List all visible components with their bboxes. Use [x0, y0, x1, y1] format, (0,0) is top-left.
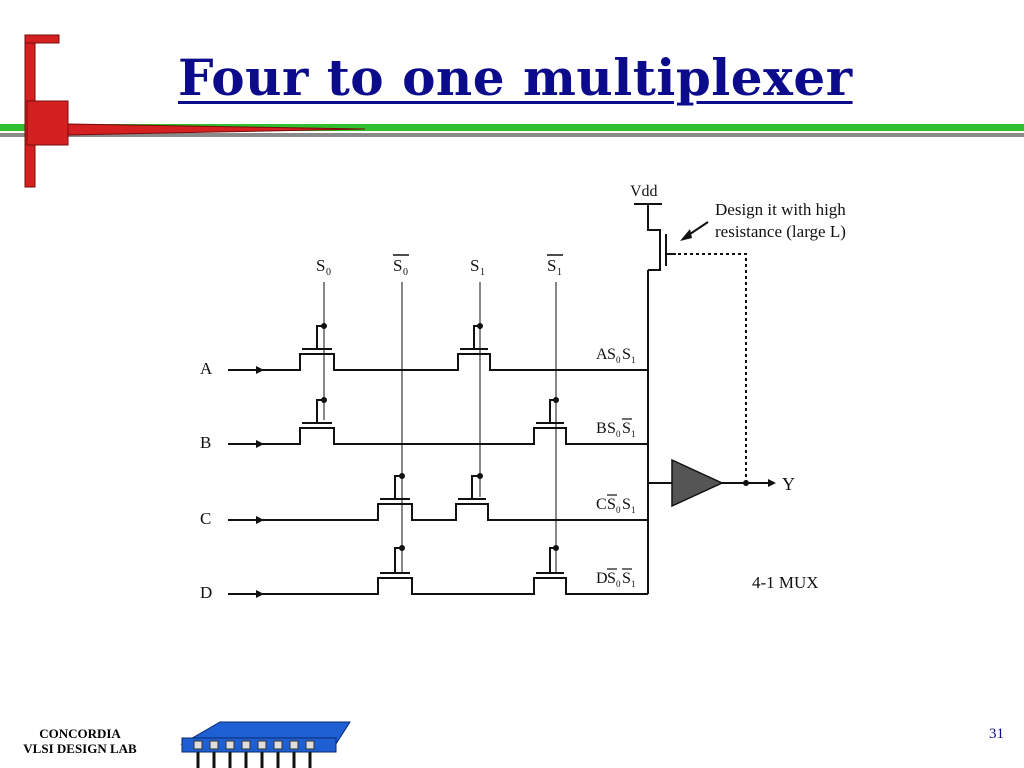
mux-schematic — [228, 203, 776, 598]
header-decoration — [0, 34, 1024, 188]
input-label-c: C — [200, 509, 211, 528]
svg-text:S: S — [622, 496, 631, 513]
transistor-gates — [302, 325, 564, 574]
svg-text:S: S — [622, 346, 631, 363]
svg-text:S: S — [622, 420, 631, 437]
svg-text:0: 0 — [616, 355, 621, 365]
svg-text:S: S — [607, 420, 616, 437]
svg-text:S: S — [607, 346, 616, 363]
svg-text:S: S — [470, 256, 479, 275]
red-top-cap — [24, 34, 60, 44]
svg-text:1: 1 — [631, 579, 636, 589]
output-buffer — [671, 458, 724, 508]
gate-c-s1 — [458, 475, 486, 500]
note-arrowhead — [680, 229, 692, 241]
page-number: 31 — [989, 726, 1004, 742]
svg-text:1: 1 — [631, 429, 636, 439]
wire-b — [228, 427, 648, 445]
mux-caption: 4-1 MUX — [752, 573, 819, 592]
input-label-d: D — [200, 583, 212, 602]
gate-c-s0bar — [380, 475, 410, 500]
green-rule — [0, 124, 1024, 131]
arrow-c — [256, 516, 264, 524]
input-label-a: A — [200, 359, 213, 378]
svg-text:S: S — [393, 256, 402, 275]
arrow-b — [256, 440, 264, 448]
wire-d — [228, 577, 648, 595]
footer-lab-name: CONCORDIA VLSI DESIGN LAB — [0, 726, 160, 756]
wire-c — [228, 503, 648, 521]
svg-text:S: S — [607, 570, 616, 587]
svg-text:0: 0 — [616, 505, 621, 515]
svg-text:1: 1 — [631, 355, 636, 365]
svg-text:D: D — [596, 570, 608, 587]
gate-b-s1bar — [536, 399, 564, 424]
svg-text:1: 1 — [631, 505, 636, 515]
footer-line2: VLSI DESIGN LAB — [23, 741, 137, 756]
gate-d-s1bar — [536, 547, 564, 574]
slide-title: Four to one multiplexer — [178, 48, 853, 107]
gate-dots — [321, 323, 559, 551]
svg-text:0: 0 — [326, 267, 331, 278]
svg-text:S: S — [607, 496, 616, 513]
note-line1: Design it with high — [715, 200, 846, 219]
gate-d-s0bar — [380, 547, 410, 574]
svg-text:0: 0 — [403, 267, 408, 278]
svg-text:1: 1 — [557, 267, 562, 278]
red-wedge — [67, 123, 366, 136]
svg-text:0: 0 — [616, 429, 621, 439]
svg-text:A: A — [596, 346, 608, 363]
gate-a-s1 — [460, 325, 488, 350]
gate-a-s0 — [302, 325, 332, 350]
svg-text:S: S — [622, 570, 631, 587]
wire-a — [228, 353, 648, 371]
output-label: Y — [782, 474, 795, 494]
pullup-channel — [647, 204, 661, 271]
arrow-d — [256, 590, 264, 598]
input-label-b: B — [200, 433, 211, 452]
note-line2: resistance (large L) — [715, 222, 846, 241]
svg-text:1: 1 — [480, 267, 485, 278]
vlsi-chip-logo — [180, 721, 351, 768]
schematic-labels: Vdd Design it with high resistance (larg… — [200, 183, 846, 602]
svg-text:C: C — [596, 496, 607, 513]
arrow-a — [256, 366, 264, 374]
svg-text:B: B — [596, 420, 607, 437]
svg-text:S: S — [316, 256, 325, 275]
svg-text:S: S — [547, 256, 556, 275]
gate-b-s0 — [302, 399, 332, 424]
gray-rule — [0, 133, 1024, 137]
red-block — [26, 100, 69, 146]
svg-text:0: 0 — [616, 579, 621, 589]
feedback-dotted-wire — [676, 253, 747, 483]
output-arrow — [768, 479, 776, 487]
footer-line1: CONCORDIA — [39, 726, 121, 741]
vdd-label: Vdd — [630, 183, 658, 200]
